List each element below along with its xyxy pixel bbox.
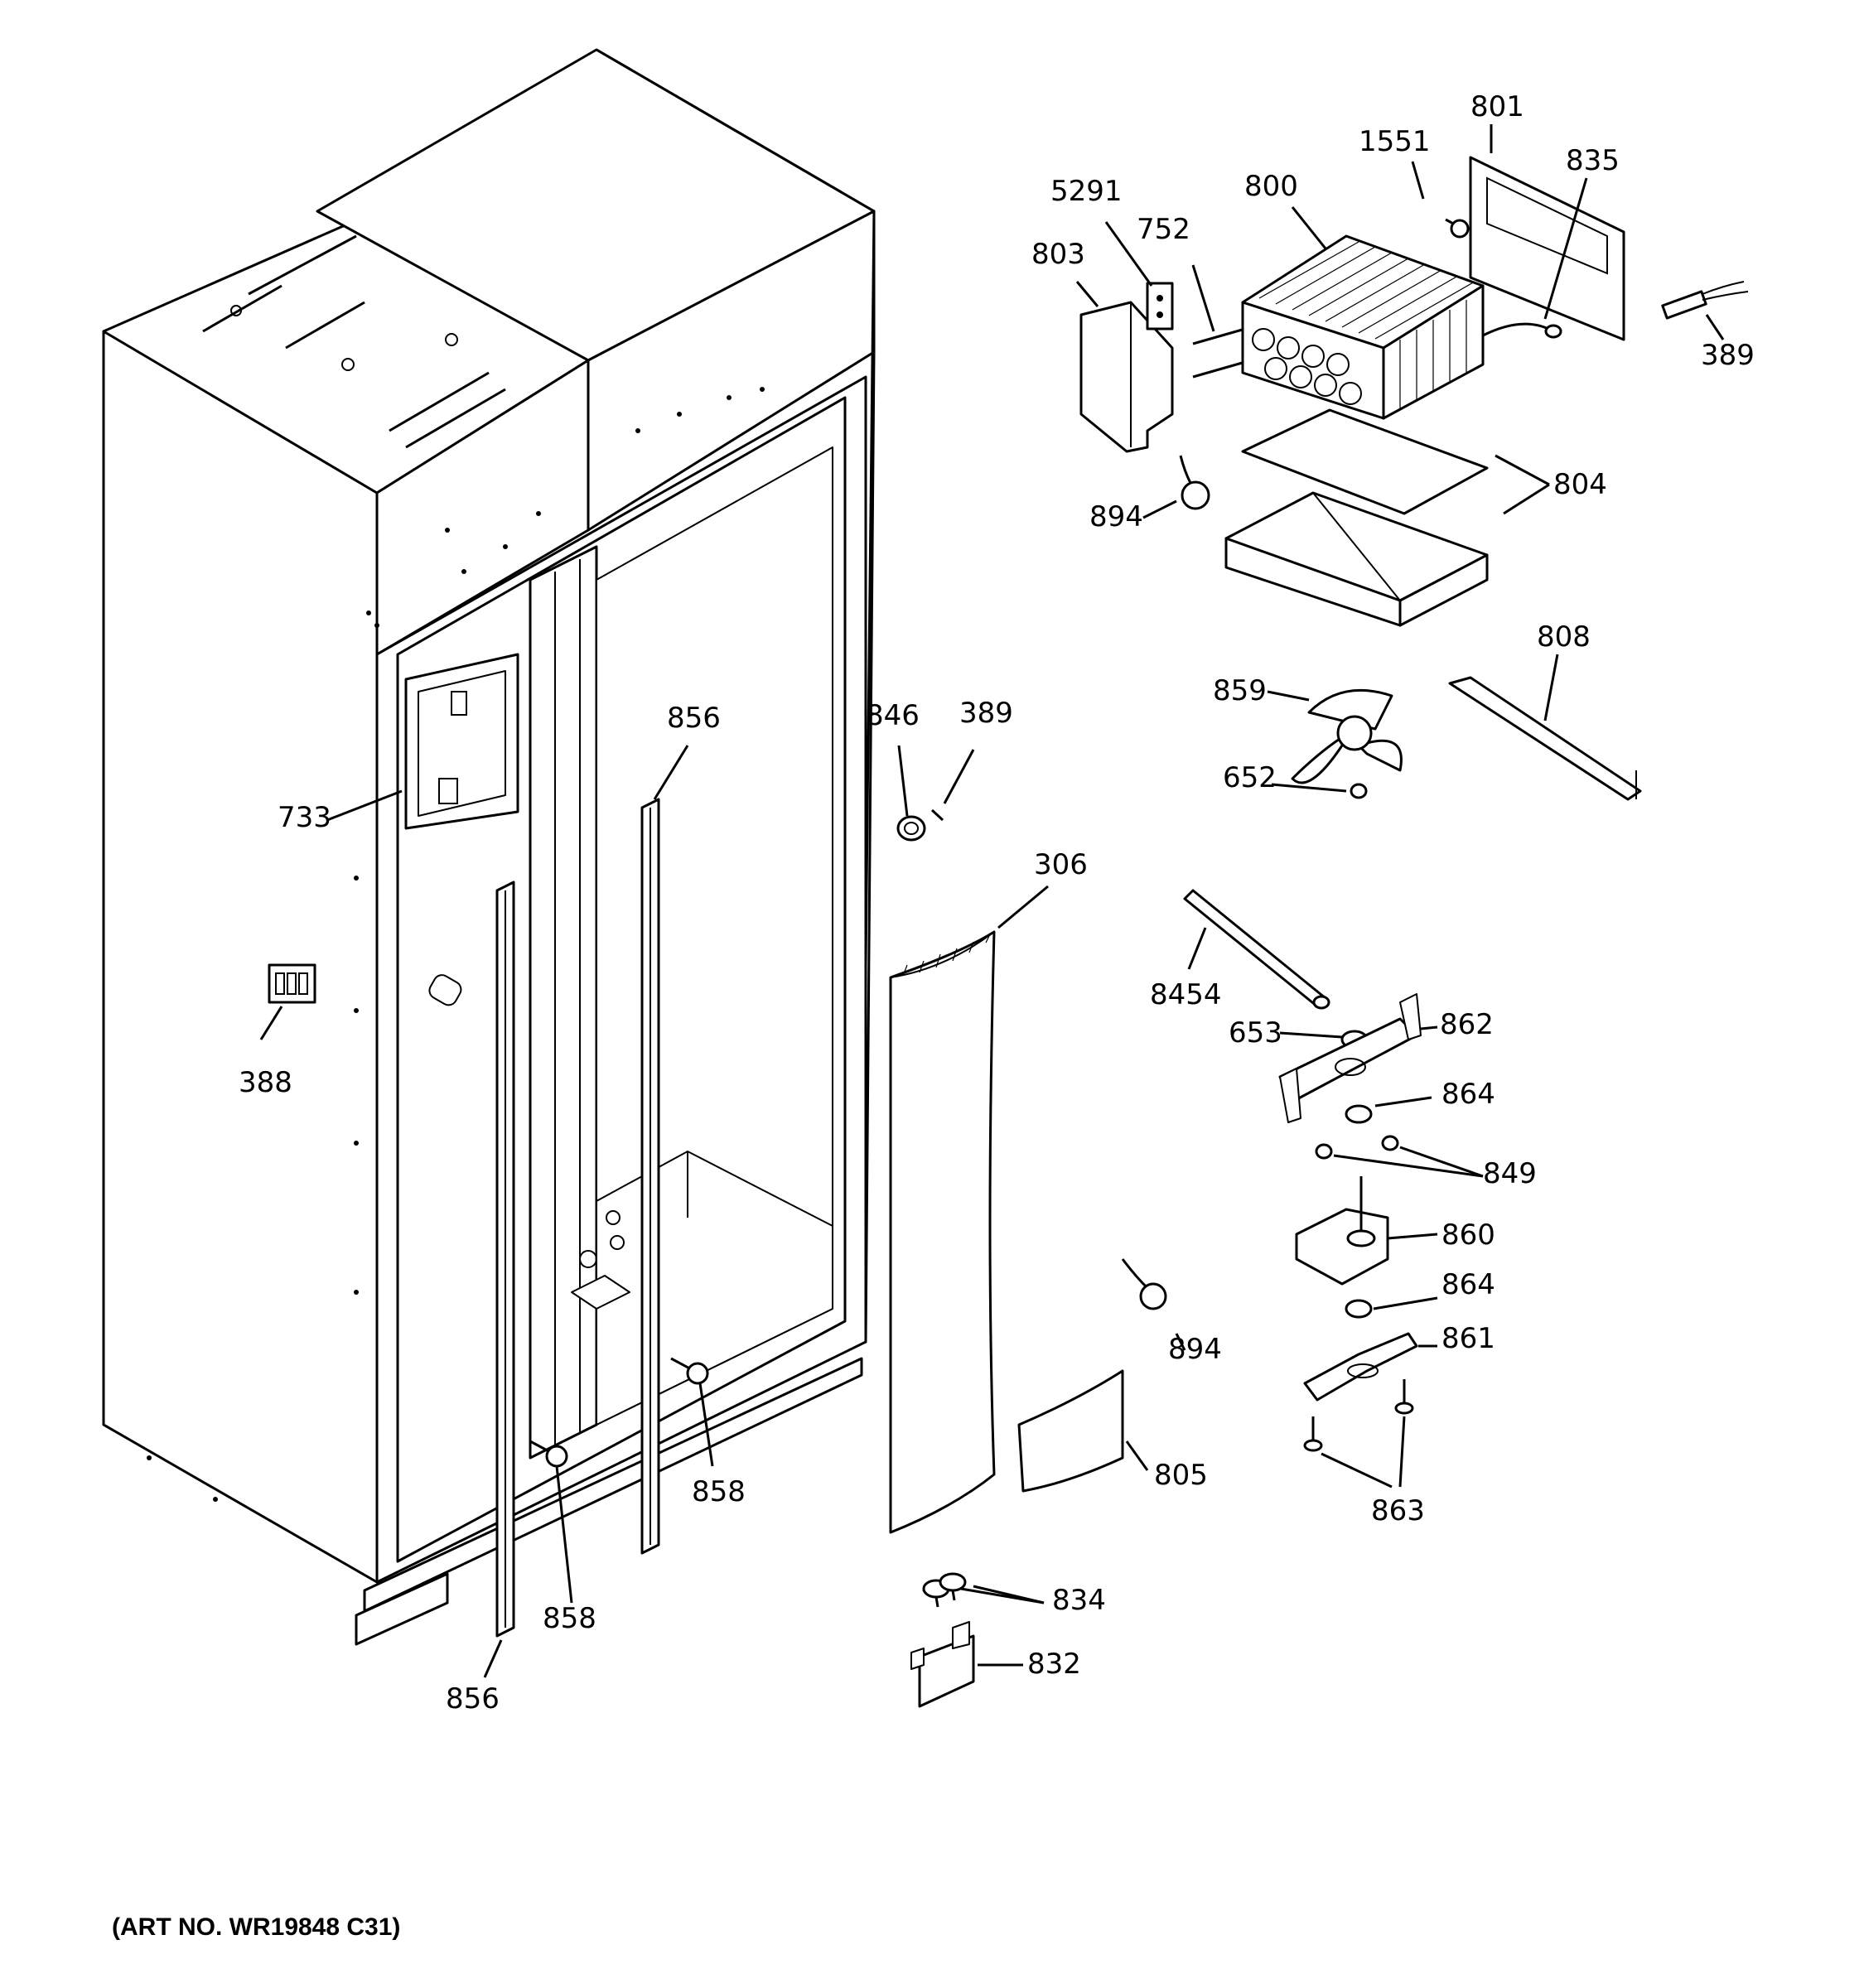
callout-860: 860 (1441, 1218, 1495, 1252)
callout-834: 834 (1052, 1584, 1106, 1617)
part-856-trim-strip-left (495, 881, 515, 1638)
callout-862: 862 (1440, 1008, 1494, 1041)
callout-864-lower: 864 (1441, 1268, 1495, 1301)
callout-894-upper: 894 (1089, 500, 1143, 533)
part-804-drain-pan (1224, 408, 1489, 627)
callout-894-lower: 894 (1168, 1333, 1222, 1366)
part-856-trim-strip-right (640, 798, 660, 1555)
callout-804: 804 (1553, 468, 1607, 501)
callout-389-upper: 389 (1701, 339, 1755, 372)
part-1551-screw (1445, 218, 1470, 239)
callout-653: 653 (1229, 1016, 1282, 1049)
part-8454-tube (1183, 889, 1330, 1010)
callout-861: 861 (1441, 1322, 1495, 1355)
art-number: (ART NO. WR19848 C31) (112, 1913, 400, 1941)
callout-803: 803 (1031, 238, 1085, 271)
callout-858-left: 858 (543, 1602, 596, 1635)
callout-801: 801 (1470, 90, 1524, 123)
part-752-heater-pins (1192, 326, 1252, 379)
part-733-control-housing (404, 653, 519, 830)
refrigerator-cabinet (102, 48, 876, 1646)
callout-labels: 801 1551 835 5291 800 752 803 389 804 89… (239, 90, 1755, 1715)
part-805-panel (1017, 1369, 1124, 1493)
part-849-fasteners (1315, 1135, 1399, 1160)
part-862-bracket (1278, 993, 1422, 1123)
callout-849: 849 (1483, 1157, 1537, 1190)
part-858-screw-right (670, 1357, 709, 1385)
leader-lines (259, 124, 1725, 1678)
part-800-evaporator (1241, 234, 1562, 420)
callout-808: 808 (1537, 620, 1591, 654)
part-389-sensor (1661, 281, 1749, 320)
callout-856-upper: 856 (667, 702, 721, 735)
part-863-screws (1303, 1379, 1414, 1452)
part-860-fan-motor (1295, 1176, 1389, 1286)
callout-805: 805 (1154, 1459, 1208, 1492)
callout-5291: 5291 (1050, 175, 1123, 208)
callout-835: 835 (1566, 144, 1620, 177)
part-652-nut (1350, 783, 1368, 799)
callout-863: 863 (1371, 1494, 1425, 1527)
callout-1551: 1551 (1359, 125, 1431, 158)
callout-858-right: 858 (692, 1475, 746, 1508)
callout-306: 306 (1034, 848, 1088, 881)
part-859-fan-blade (1291, 688, 1403, 784)
callout-859: 859 (1213, 674, 1267, 707)
part-894-thermostat-lower (1121, 1258, 1167, 1310)
part-864-grommet-upper (1345, 1104, 1373, 1124)
part-5291-insulator (1146, 282, 1174, 331)
callout-733: 733 (278, 801, 331, 834)
callout-832: 832 (1027, 1648, 1081, 1681)
part-861-bracket (1303, 1332, 1418, 1402)
part-894-thermostat-upper (1179, 455, 1210, 510)
part-808-strip (1448, 676, 1642, 801)
callout-752: 752 (1137, 213, 1190, 246)
callout-800: 800 (1244, 170, 1298, 203)
callout-864-upper: 864 (1441, 1078, 1495, 1111)
part-803-evaporator-cover (1079, 301, 1174, 453)
part-864-grommet-lower (1345, 1299, 1373, 1319)
callout-856-lower: 856 (446, 1682, 500, 1715)
part-846-grommet (896, 815, 926, 842)
callout-846: 846 (866, 699, 920, 732)
part-832-bracket (910, 1621, 975, 1708)
part-834-fasteners (922, 1572, 967, 1608)
callout-652: 652 (1223, 761, 1277, 794)
part-801-cover-plate (1469, 156, 1625, 341)
part-388-switch (268, 963, 316, 1004)
callout-8454: 8454 (1150, 978, 1222, 1011)
part-306-evaporator-cover (889, 930, 996, 1534)
part-389-sensor-small (930, 808, 944, 822)
callout-389-middle: 389 (959, 697, 1013, 730)
callout-388: 388 (239, 1066, 292, 1099)
